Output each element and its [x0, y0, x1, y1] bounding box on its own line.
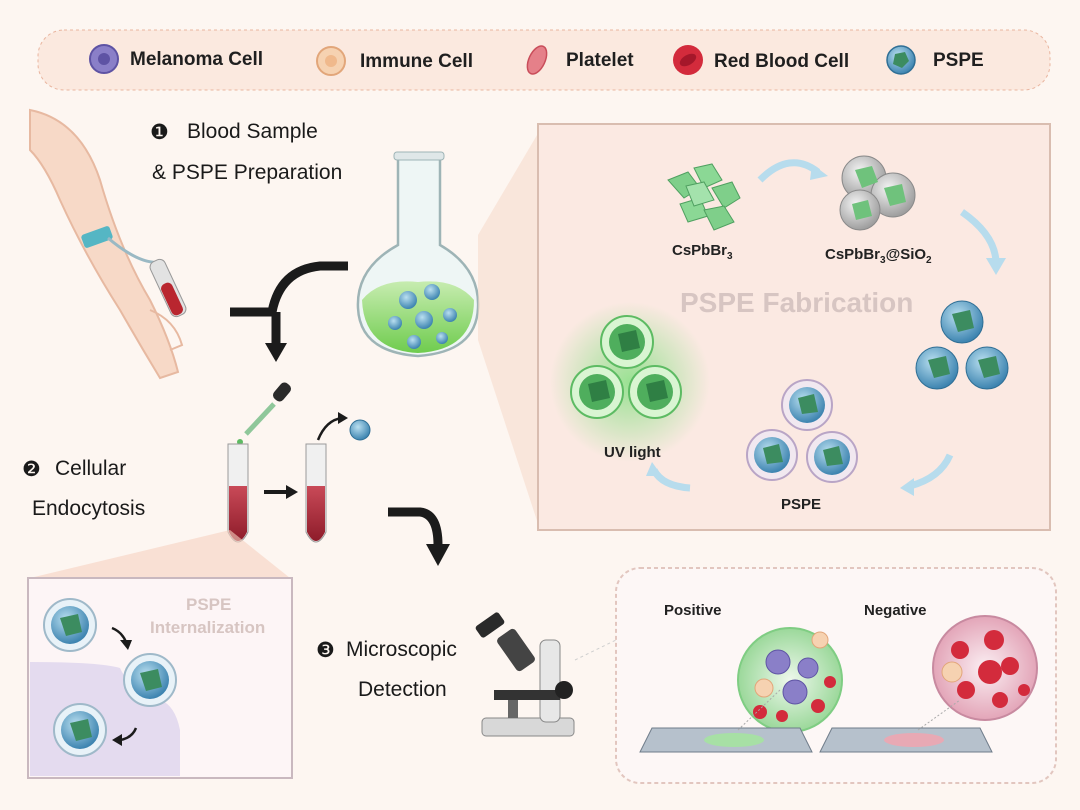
immune-cell-icon — [316, 46, 346, 76]
negative-slide — [819, 699, 993, 753]
step1-title-line1: Blood Sample — [187, 120, 318, 143]
internalization-title-line1: PSPE — [186, 595, 232, 614]
pspe-label: PSPE — [781, 496, 822, 513]
arm-illustration — [29, 108, 187, 380]
platelet-icon — [526, 45, 548, 75]
step2-title-line1: Cellular — [55, 457, 127, 480]
step3-title-line1: Microscopic — [346, 638, 457, 661]
positive-label: Positive — [664, 602, 722, 619]
merge-arrow — [230, 261, 348, 362]
pspe-cluster-bottom — [746, 379, 858, 483]
pspe-icon — [886, 45, 916, 75]
step2-marker: ❷ — [22, 458, 41, 481]
blood-tube-1 — [227, 443, 249, 543]
zoom-wedge — [478, 130, 540, 530]
detection-arrow — [388, 507, 450, 566]
silica-coated-crystals — [839, 155, 916, 231]
uv-light-label: UV light — [604, 444, 661, 461]
step2-title-line2: Endocytosis — [32, 497, 146, 520]
cspbbr3-crystals — [667, 163, 741, 231]
negative-label: Negative — [864, 602, 927, 619]
internalization-title-line2: Internalization — [150, 618, 266, 637]
cspbbr3-sio2-label: CsPbBr3@SiO2 — [825, 246, 932, 266]
melanoma-cell-icon — [89, 44, 119, 74]
legend-pspe-label: PSPE — [933, 50, 984, 71]
red-blood-cell-icon — [673, 45, 703, 75]
step1-marker: ❶ — [150, 121, 169, 144]
microscope-illustration — [475, 612, 575, 737]
legend-immune-label: Immune Cell — [360, 51, 473, 72]
step1-title-line2: & PSPE Preparation — [152, 161, 343, 184]
blood-tube-2 — [305, 412, 371, 543]
legend-melanoma-label: Melanoma Cell — [130, 49, 264, 70]
internalization-pspe — [43, 598, 177, 757]
pipette-illustration — [237, 382, 291, 445]
legend-platelet-label: Platelet — [566, 50, 634, 71]
positive-slide — [639, 689, 813, 753]
uv-glow-pspe — [550, 302, 710, 462]
step3-title-line2: Detection — [358, 678, 447, 701]
flask-illustration — [356, 151, 480, 358]
step3-marker: ❸ — [316, 639, 335, 662]
negative-sample-view — [932, 615, 1038, 721]
legend-rbc-label: Red Blood Cell — [714, 51, 850, 72]
positive-sample-view — [737, 627, 843, 733]
pspe-cluster-right — [915, 300, 1009, 390]
cspbbr3-label: CsPbBr3 — [672, 242, 733, 262]
fabrication-title: PSPE Fabrication — [680, 287, 914, 318]
